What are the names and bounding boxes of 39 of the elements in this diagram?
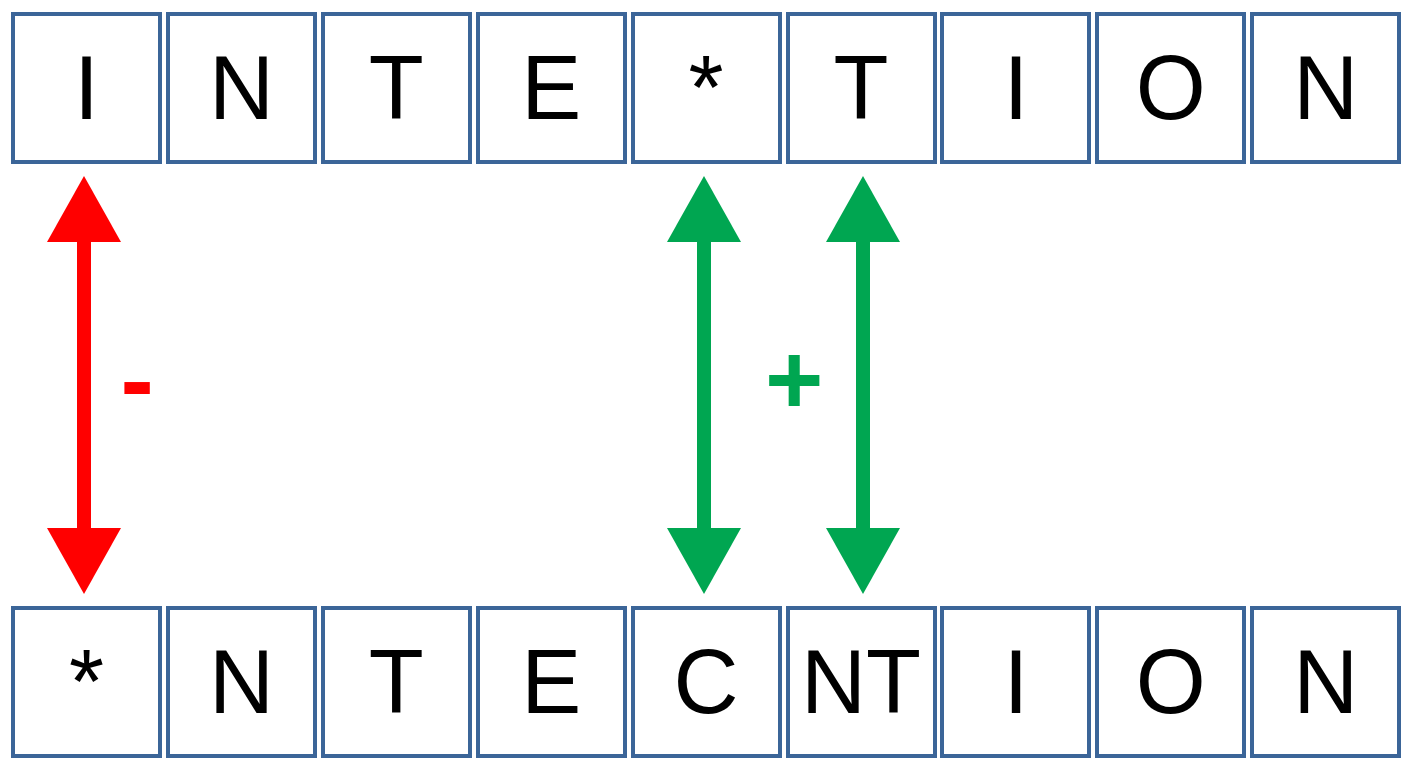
letter: E <box>521 43 582 133</box>
letter-box <box>1095 12 1247 164</box>
letter: NT <box>801 637 921 727</box>
letter-box <box>475 12 627 164</box>
letter-box <box>11 12 162 164</box>
letter: N <box>1293 637 1359 727</box>
letter: I <box>74 43 99 133</box>
letter: N <box>1293 43 1359 133</box>
letter-box <box>1095 606 1247 758</box>
letter: N <box>208 637 274 727</box>
letter: O <box>1135 637 1206 727</box>
letter-box <box>630 606 782 758</box>
letter: T <box>368 637 424 727</box>
double-arrow <box>826 176 900 594</box>
double-arrow <box>47 176 121 594</box>
letter: * <box>688 43 724 133</box>
letter-box <box>785 606 937 758</box>
letter: C <box>673 637 739 727</box>
letter-box <box>1250 12 1402 164</box>
letter-box <box>785 12 937 164</box>
letter: T <box>833 43 889 133</box>
letter: N <box>208 43 274 133</box>
letter-box <box>165 606 317 758</box>
letter: I <box>1003 43 1029 133</box>
letter-box <box>630 12 782 164</box>
letter-box <box>940 606 1092 758</box>
letter-box <box>165 12 317 164</box>
letter-box <box>320 606 472 758</box>
letter-box <box>475 606 627 758</box>
letter-box <box>940 12 1092 164</box>
double-arrow <box>667 176 741 594</box>
letter-box <box>11 606 162 758</box>
letter: T <box>368 43 424 133</box>
letter-box <box>320 12 472 164</box>
letter: E <box>521 637 582 727</box>
letter: I <box>1003 637 1029 727</box>
letter: * <box>69 637 104 727</box>
letter: O <box>1135 43 1206 133</box>
letter-box <box>1250 606 1402 758</box>
